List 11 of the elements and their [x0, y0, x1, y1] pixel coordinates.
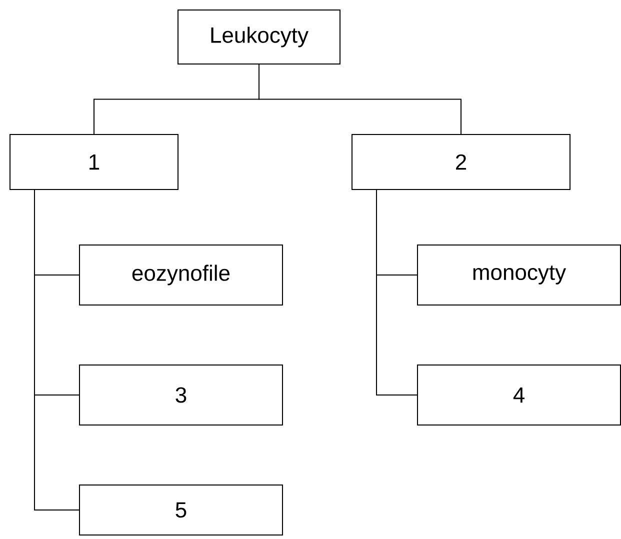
box: 2	[352, 134, 570, 190]
box: 5	[79, 484, 283, 536]
box: Leukocyty	[178, 10, 340, 64]
connector	[258, 64, 462, 134]
box: 4	[417, 364, 621, 426]
box: eozynofile	[79, 244, 283, 306]
box: monocyty	[417, 244, 621, 306]
box: 1	[10, 134, 178, 190]
connector	[376, 190, 418, 396]
box: 3	[79, 364, 283, 426]
connector	[34, 190, 80, 510]
